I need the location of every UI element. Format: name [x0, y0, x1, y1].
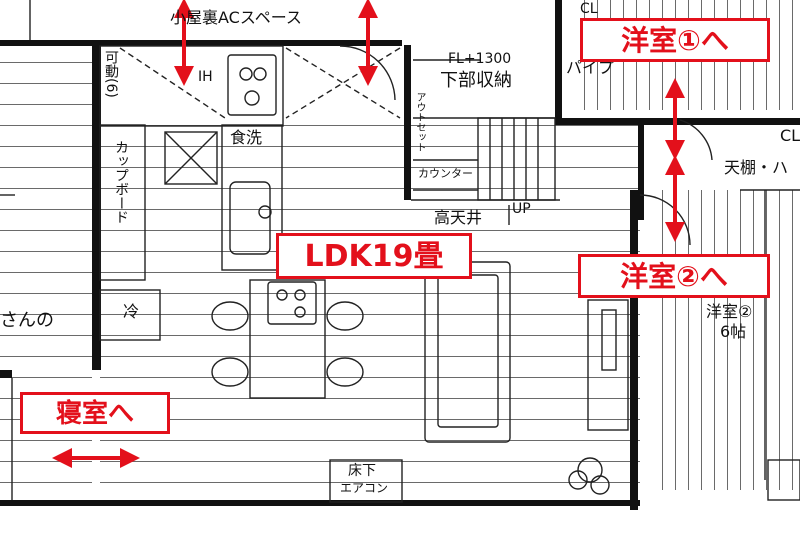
attic-ac-space-label: 小屋裏ACスペース [170, 8, 302, 27]
counter-label: カウンター [418, 167, 473, 180]
pipe-label: パイプ [566, 58, 615, 77]
fl-1300-label: FL+1300 [448, 51, 512, 67]
ceiling-shelf-label: 天棚・ハ [724, 158, 789, 177]
tatami6-label: 6帖 [720, 322, 747, 341]
to-bedroom-callout: 寝室へ [20, 392, 170, 434]
cl-right-label: CL [780, 126, 800, 145]
dishwasher-label: 食洗 [230, 128, 263, 147]
movable-shelf-label: 可動(6) [103, 50, 119, 98]
western-room2-label: 洋室② [706, 302, 753, 321]
lower-storage-label: 下部収納 [440, 70, 512, 91]
fridge-label: 冷 [123, 302, 140, 321]
underfloor-label: 床下 [348, 463, 376, 479]
to-western-room2-callout: 洋室②へ [578, 254, 770, 298]
ldk-floor [100, 125, 640, 500]
aircon-label: エアコン [340, 481, 389, 495]
up-label: UP [512, 201, 531, 217]
left-room-floor [0, 45, 92, 515]
cupboard-label: カップボード [113, 140, 129, 224]
ldk-area-callout: LDK19畳 [276, 233, 472, 279]
ih-label: IH [198, 69, 213, 85]
high-ceiling-label: 高天井 [434, 208, 483, 227]
san-no-label: さんの [0, 310, 54, 331]
red-arrows [52, 0, 685, 468]
to-western-room1-callout: 洋室①へ [580, 18, 770, 62]
outlet-label: アウトセット [414, 92, 425, 152]
cl-top-label: CL [580, 1, 598, 17]
